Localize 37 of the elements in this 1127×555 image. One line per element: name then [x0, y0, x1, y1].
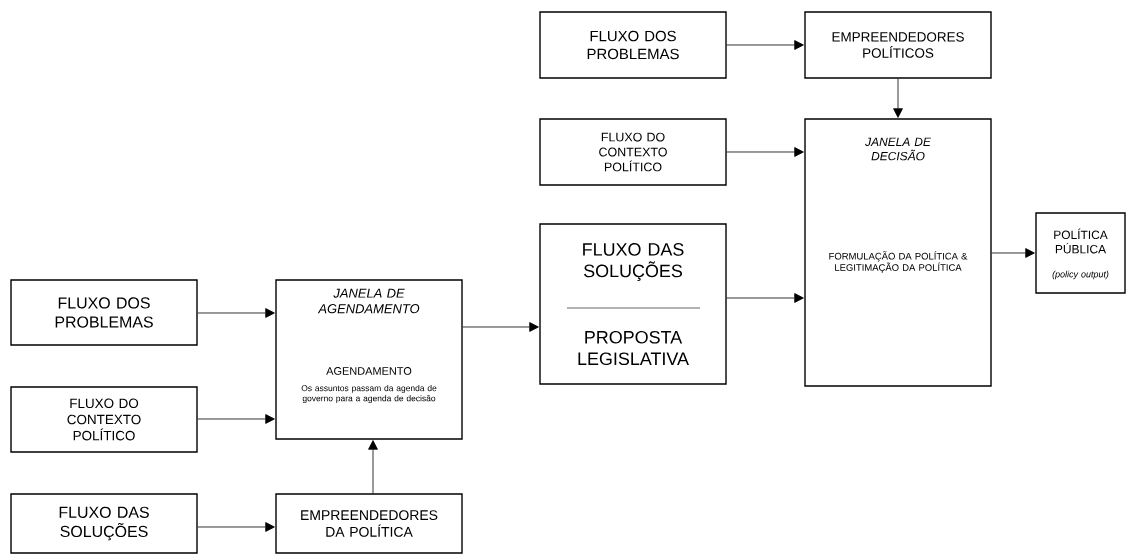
process-box [10, 386, 198, 453]
box-label: FLUXO DAS SOLUÇÕES [59, 506, 149, 541]
process-box [1035, 212, 1126, 294]
box-label: FLUXO DAS SOLUÇÕES [583, 243, 684, 281]
box-label: AGENDAMENTO [326, 367, 412, 375]
box-label: FLUXO DOS PROBLEMAS [55, 297, 153, 328]
box-label: FLUXO DO CONTEXTO POLÍTICO [67, 398, 141, 441]
arrow [197, 522, 275, 532]
box-label: Os assuntos passam da agenda de governo para a agenda de decisão [301, 384, 437, 403]
box-label: JANELA DE AGENDAMENTO [317, 288, 420, 314]
process-box [539, 118, 727, 186]
box-label: FLUXO DO CONTEXTO POLÍTICO [599, 132, 667, 172]
process-box [804, 11, 992, 79]
box-label: JANELA DE DECISÃO [865, 137, 931, 161]
arrow [726, 147, 804, 157]
arrow [893, 78, 903, 118]
process-box [804, 118, 992, 387]
arrow [197, 414, 275, 424]
process-box [539, 11, 727, 79]
arrow [991, 248, 1035, 258]
arrow [368, 440, 378, 494]
box-label: PROPOSTA LEGISLATIVA [578, 330, 689, 366]
process-box [275, 493, 463, 554]
process-box [539, 223, 727, 385]
box-label: EMPREENDEDORES DA POLÍTICA [301, 510, 438, 537]
box-label: FLUXO DOS PROBLEMAS [587, 30, 679, 60]
arrow [726, 40, 804, 50]
process-box [10, 493, 198, 554]
arrow [726, 293, 804, 303]
box-label: FORMULAÇÃO DA POLÍTICA & LEGITIMAÇÃO DA POLÍTICA [829, 251, 968, 273]
arrow [462, 322, 539, 332]
process-box [275, 279, 463, 440]
box-label: POLÍTICA PÚBLICA [1054, 228, 1108, 254]
box-label: (policy output) [1052, 270, 1109, 280]
box-label: EMPREENDEDORES POLÍTICOS [832, 32, 964, 58]
process-box [10, 279, 198, 346]
arrow [197, 308, 275, 318]
